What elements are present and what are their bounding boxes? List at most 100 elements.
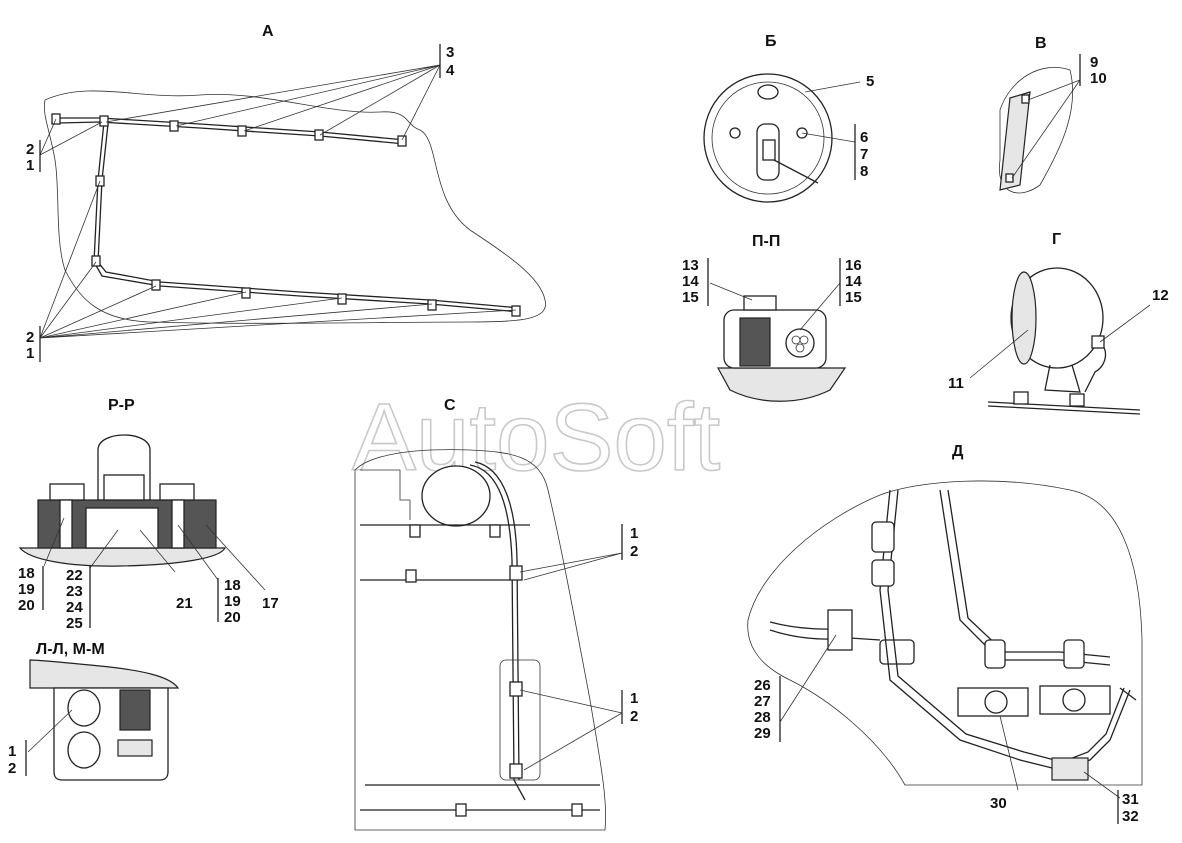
view-d-terminal-post-2 — [1062, 688, 1086, 712]
leader-6-8 — [801, 132, 856, 143]
callout-15-right: 15 — [845, 289, 862, 306]
callout-30: 30 — [990, 795, 1007, 812]
headlamp-bracket — [1044, 364, 1081, 393]
callout-18-left: 18 — [18, 565, 35, 582]
pp-bolt-section — [739, 317, 771, 367]
view-a-clips — [51, 113, 521, 317]
view-pp-title: П-П — [752, 233, 780, 250]
rr-center-bolt — [85, 507, 159, 549]
view-d-bracket — [1051, 757, 1089, 781]
view-c-clips — [405, 524, 583, 817]
mount-bolt-right — [1069, 393, 1085, 407]
view-c-leaders — [519, 552, 623, 771]
callout-13: 13 — [682, 257, 699, 274]
view-v-title: В — [1035, 35, 1047, 52]
view-c-step — [360, 469, 411, 520]
callout-8: 8 — [860, 163, 868, 180]
side-lamp-clip-top — [1021, 94, 1030, 104]
callout-14-left: 14 — [682, 273, 699, 290]
ll-leader — [27, 709, 73, 753]
rr-bolt-left — [49, 483, 85, 501]
ll-bolt — [119, 689, 151, 731]
view-a-lower-harness-2 — [97, 123, 521, 309]
view-b: Б 5 6 7 8 — [703, 33, 874, 203]
leader-9-10 — [1011, 79, 1081, 179]
view-a-upper-harness-2 — [57, 121, 406, 145]
view-d-clamp-2 — [871, 559, 895, 587]
callout-2-ll: 2 — [8, 760, 16, 777]
view-c-rails — [360, 524, 600, 786]
callout-26: 26 — [754, 677, 771, 694]
view-d-clamp-3 — [984, 639, 1006, 669]
callout-6: 6 — [860, 129, 868, 146]
side-lamp-clip-bottom — [1005, 173, 1014, 183]
view-b-title: Б — [765, 33, 777, 50]
pp-leaders — [709, 282, 841, 331]
view-a-outline — [43, 90, 546, 324]
rr-nut — [103, 474, 145, 501]
view-a-title: А — [262, 23, 274, 40]
view-g-title: Г — [1052, 231, 1061, 248]
callout-12: 12 — [1152, 287, 1169, 304]
leader-12 — [1099, 304, 1151, 343]
callout-31: 31 — [1122, 791, 1139, 808]
pp-base — [716, 367, 847, 402]
callout-20-right: 20 — [224, 609, 241, 626]
rr-leaders — [43, 517, 266, 591]
view-rr-title: Р-Р — [108, 397, 135, 414]
ll-cable-2 — [67, 731, 101, 769]
callout-15-left: 15 — [682, 289, 699, 306]
callout-14-right: 14 — [845, 273, 862, 290]
view-d-fuse — [1119, 687, 1137, 701]
ll-cable-1 — [67, 689, 101, 727]
callout-1-lower: 1 — [26, 345, 34, 362]
callout-2-lower: 2 — [26, 329, 34, 346]
callout-19-right: 19 — [224, 593, 241, 610]
view-d-connector — [827, 609, 853, 651]
pp-wire-bundle — [785, 328, 815, 358]
view-d-terminal-post-1 — [984, 690, 1008, 714]
callout-22: 22 — [66, 567, 83, 584]
view-g: Г 11 12 — [948, 231, 1169, 415]
headlamp-connector — [1091, 335, 1105, 349]
leader-11 — [969, 329, 1029, 379]
lamp-base-inner — [711, 81, 825, 195]
callout-21: 21 — [176, 595, 193, 612]
callout-1-c-upper: 1 — [630, 525, 638, 542]
view-d: Д 26 27 28 29 30 31 32 — [747, 443, 1143, 825]
callout-1-ll: 1 — [8, 743, 16, 760]
callout-20-left: 20 — [18, 597, 35, 614]
headlamp-mount-plate — [987, 401, 1141, 411]
view-d-clamp-4 — [1063, 639, 1085, 669]
leader-5 — [804, 81, 861, 93]
view-c-harness — [469, 464, 526, 801]
view-d-clamp-1 — [871, 521, 895, 553]
callout-16: 16 — [845, 257, 862, 274]
view-d-cable-left — [769, 629, 881, 641]
callout-24: 24 — [66, 599, 83, 616]
view-a-upper-harness — [55, 117, 406, 141]
callout-5: 5 — [866, 73, 874, 90]
view-a-lower-harness — [93, 121, 521, 313]
view-d-harness-main — [879, 489, 1131, 771]
callout-32: 32 — [1122, 808, 1139, 825]
view-a: А 3 4 2 1 — [26, 23, 546, 362]
ll-strap — [117, 739, 153, 757]
callout-28: 28 — [754, 709, 771, 726]
callout-29: 29 — [754, 725, 771, 742]
view-d-plug — [879, 639, 915, 665]
callout-27: 27 — [754, 693, 771, 710]
rr-bolt-right — [159, 483, 195, 501]
callout-10: 10 — [1090, 70, 1107, 87]
headlamp-lens — [1011, 271, 1037, 365]
callout-2-c-upper: 2 — [630, 543, 638, 560]
lamp-base-lug — [757, 84, 779, 100]
callout-1-c-lower: 1 — [630, 690, 638, 707]
view-rr: Р-Р 18 19 20 22 23 24 25 21 18 19 20 17 — [18, 397, 279, 632]
callout-7: 7 — [860, 146, 868, 163]
rr-base — [18, 547, 226, 567]
callout-2-upper: 2 — [26, 141, 34, 158]
rr-shaft-right — [171, 499, 185, 549]
view-d-title: Д — [952, 443, 964, 460]
